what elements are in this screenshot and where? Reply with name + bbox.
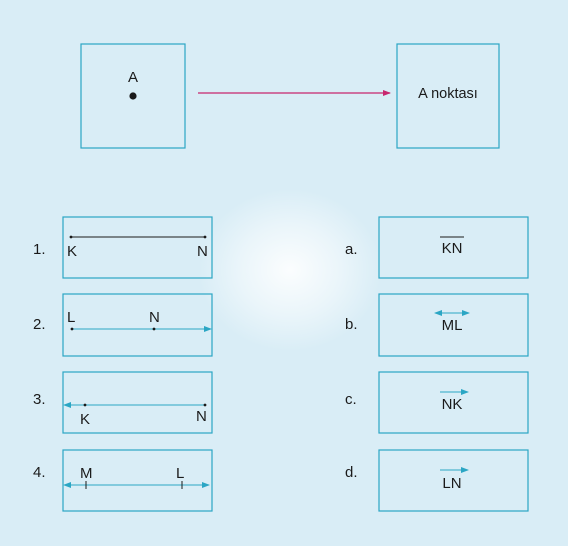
item-4: 4. M L	[33, 449, 213, 512]
answer-b: b. ML	[345, 293, 529, 357]
result-box-frame	[396, 43, 500, 149]
answer-d: d. LN	[345, 449, 529, 512]
example-point-box: A	[80, 43, 186, 149]
answer-letter: b.	[345, 316, 358, 333]
answer-box	[378, 216, 529, 279]
point-dot	[152, 327, 156, 331]
answer-box	[378, 449, 529, 512]
answer-notation: NK	[442, 396, 463, 413]
point-label-n: N	[197, 243, 208, 260]
answer-box	[378, 371, 529, 434]
item-box	[62, 293, 213, 357]
point-box-frame	[80, 43, 186, 149]
item-3: 3. K N	[33, 371, 213, 434]
item-1: 1. K N	[33, 216, 213, 279]
answer-a: a. KN	[345, 216, 529, 279]
item-box	[62, 449, 213, 512]
answer-box	[378, 293, 529, 357]
item-number: 4.	[33, 464, 46, 481]
answer-letter: a.	[345, 241, 358, 258]
answer-notation: LN	[442, 475, 461, 492]
point-label-l: L	[176, 465, 184, 482]
endpoint-dot	[203, 403, 207, 407]
answer-letter: c.	[345, 391, 357, 408]
answer-notation: KN	[442, 240, 463, 257]
answer-c: c. NK	[345, 371, 529, 434]
point-label-l: L	[67, 309, 75, 326]
point-label-k: K	[80, 411, 90, 428]
point-label-m: M	[80, 465, 93, 482]
item-number: 3.	[33, 391, 46, 408]
item-number: 2.	[33, 316, 46, 333]
point-label-n: N	[149, 309, 160, 326]
endpoint-dot	[69, 235, 73, 239]
point-label-k: K	[67, 243, 77, 260]
result-label: A noktası	[418, 86, 478, 102]
point-label-n: N	[196, 408, 207, 425]
point-label: A	[128, 69, 138, 86]
point-dot	[129, 92, 137, 100]
answer-notation: ML	[442, 317, 463, 334]
point-dot	[83, 403, 87, 407]
item-2: 2. L N	[33, 293, 213, 357]
item-box	[62, 216, 213, 279]
answer-letter: d.	[345, 464, 358, 481]
endpoint-dot	[203, 235, 207, 239]
endpoint-dot	[70, 327, 74, 331]
item-number: 1.	[33, 241, 46, 258]
example-result-box: A noktası	[396, 43, 500, 149]
